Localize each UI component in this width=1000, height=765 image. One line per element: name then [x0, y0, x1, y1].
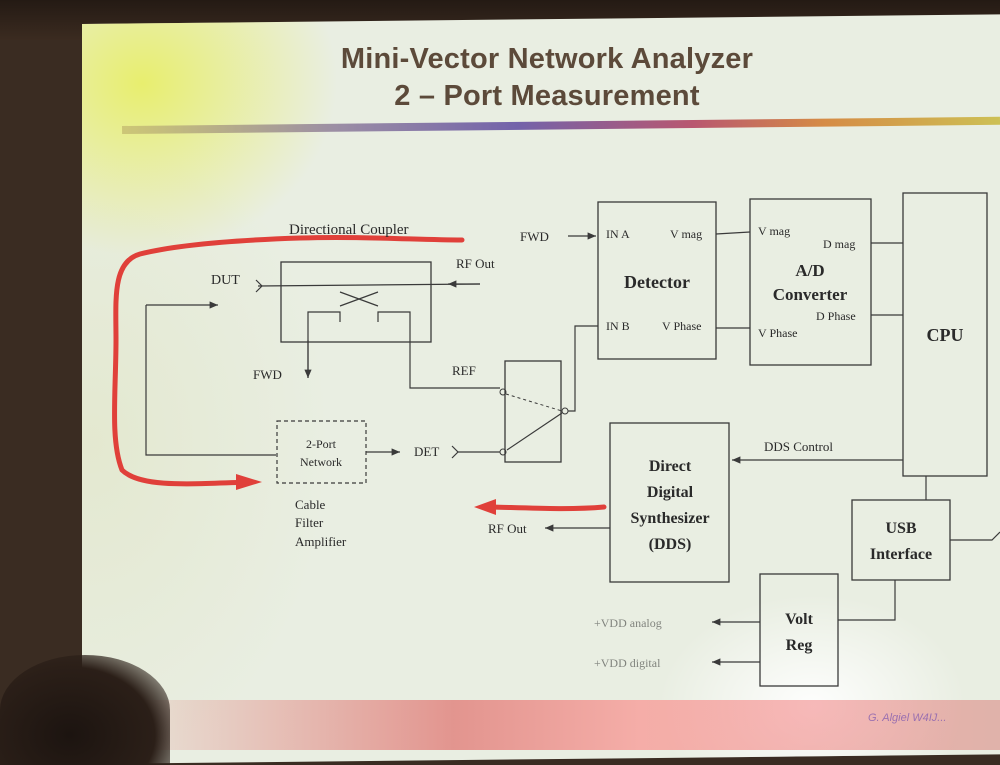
label-two-port-1: 2-Port [306, 437, 337, 451]
label-dds-2: Digital [647, 484, 694, 501]
label-ad-2: Converter [773, 285, 848, 304]
directional-coupler [255, 261, 500, 389]
label-ad-1: A/D [795, 261, 824, 280]
label-vphase-ad: V Phase [758, 326, 797, 340]
slide-credit: G. Algiel W4IJ... [868, 712, 947, 724]
label-detector: Detector [624, 272, 690, 292]
label-volt-2: Reg [786, 637, 813, 654]
dds-box [609, 422, 730, 583]
red-loop-annotation [112, 234, 465, 487]
label-amplifier: Amplifier [295, 534, 347, 549]
label-dut: DUT [211, 273, 240, 288]
label-dds-4: (DDS) [649, 536, 692, 553]
label-volt-1: Volt [785, 611, 814, 628]
label-dds-1: Direct [649, 458, 692, 475]
label-directional-coupler: Directional Coupler [289, 222, 409, 238]
cpu-box [902, 192, 988, 477]
usb-interface-box [851, 499, 951, 581]
label-fwd-in: FWD [520, 229, 549, 244]
label-usb-1: USB [885, 520, 916, 537]
label-det: DET [414, 444, 439, 459]
label-dmag: D mag [823, 237, 855, 251]
detector-box [597, 201, 717, 360]
slide-subtitle: 2 – Port Measurement [394, 80, 700, 112]
label-dds-3: Synthesizer [630, 510, 709, 527]
red-arrowhead-left [474, 499, 496, 515]
label-dphase: D Phase [816, 309, 856, 323]
coupler-box [280, 261, 432, 343]
two-port-network-box [276, 420, 367, 484]
adc-box [749, 198, 872, 366]
label-ref: REF [452, 363, 476, 378]
label-rf-out-bottom: RF Out [488, 521, 527, 536]
label-filter: Filter [295, 515, 324, 530]
label-cable: Cable [295, 497, 326, 512]
switch-box [504, 360, 562, 463]
label-two-port-2: Network [300, 455, 342, 469]
label-dds-control: DDS Control [764, 439, 833, 454]
label-vphase-det: V Phase [662, 319, 701, 333]
label-vdd-analog: +VDD analog [594, 616, 662, 630]
label-vmag-det: V mag [670, 227, 702, 241]
label-in-a: IN A [606, 227, 630, 241]
volt-reg-box [759, 573, 839, 687]
red-arrowhead-right [236, 474, 262, 490]
audience-head-silhouette [0, 655, 170, 765]
projector-glare [82, 700, 1000, 750]
rf-switch [458, 325, 598, 463]
label-vmag-ad: V mag [758, 224, 790, 238]
label-vdd-digital: +VDD digital [594, 656, 661, 670]
label-usb-2: Interface [870, 546, 932, 563]
label-cpu: CPU [927, 325, 964, 345]
label-in-b: IN B [606, 319, 630, 333]
label-rf-out-top: RF Out [456, 256, 495, 271]
slide-title: Mini-Vector Network Analyzer [340, 43, 754, 75]
red-arrow-rf-out [489, 504, 607, 512]
label-fwd-left: FWD [253, 367, 282, 382]
